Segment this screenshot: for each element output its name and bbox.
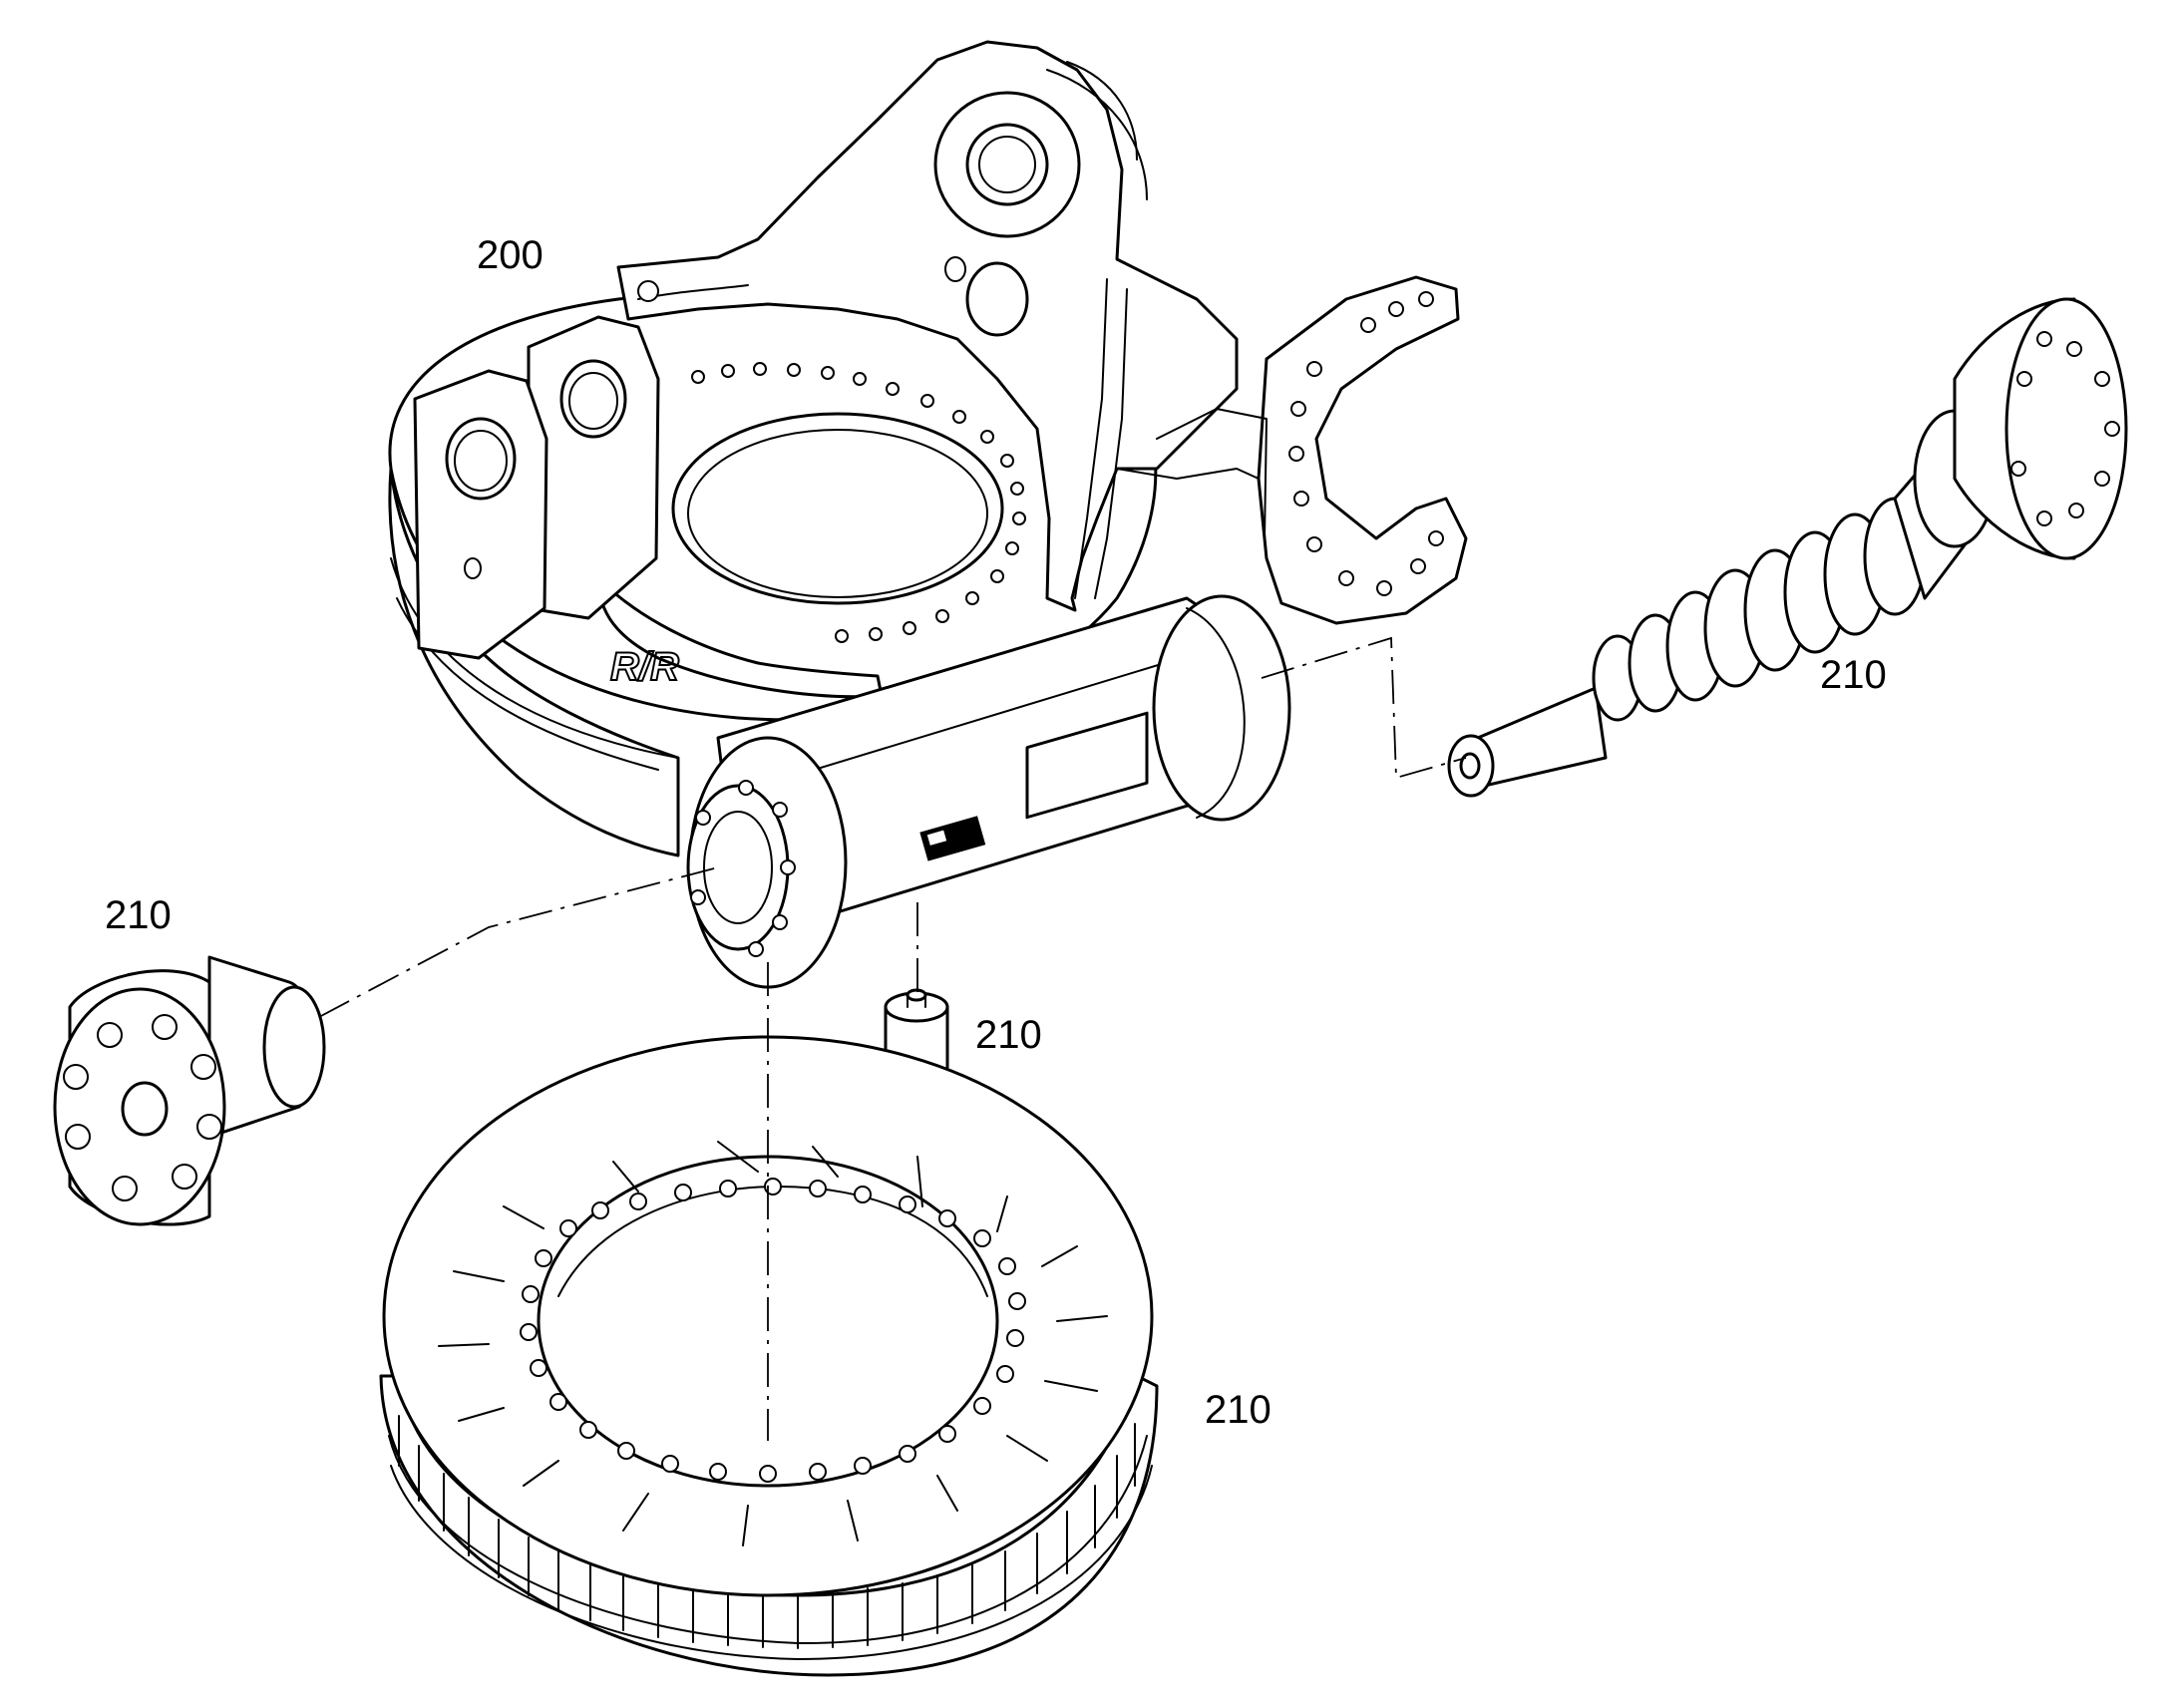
fork-plate-holes xyxy=(1288,291,1444,596)
assembly-centerlines xyxy=(318,636,1467,1441)
housing-200: R/R xyxy=(388,40,1468,989)
worm-threads xyxy=(1592,497,1927,722)
bearing-ring-teeth xyxy=(388,1415,1153,1660)
housing-center-bore xyxy=(671,412,1004,605)
label-housing-200: 200 xyxy=(477,233,544,277)
bearing-ring-210 xyxy=(379,1035,1159,1677)
svg-text:R/R: R/R xyxy=(610,645,679,689)
label-bearing-ring-210: 210 xyxy=(1205,1388,1272,1432)
bearing-ring-slots xyxy=(438,1141,1108,1546)
label-end-cap-210: 210 xyxy=(105,893,172,937)
housing-front-lug-front xyxy=(413,369,548,660)
worm-shaft-210 xyxy=(1447,297,2128,798)
worm-tube-left-flange xyxy=(686,736,848,989)
label-plug-210: 210 xyxy=(975,1013,1042,1057)
end-cap-bolts xyxy=(63,1014,222,1201)
label-worm-shaft-210: 210 xyxy=(1820,653,1887,697)
end-cap-210 xyxy=(53,955,326,1226)
housing-bolt-holes xyxy=(691,362,1026,643)
bearing-ring-holes xyxy=(520,1178,1026,1483)
shaft-flange-holes xyxy=(2010,331,2120,526)
worm-tube-right-flange xyxy=(1152,594,1291,822)
housing-lifting-bracket xyxy=(616,40,1239,612)
